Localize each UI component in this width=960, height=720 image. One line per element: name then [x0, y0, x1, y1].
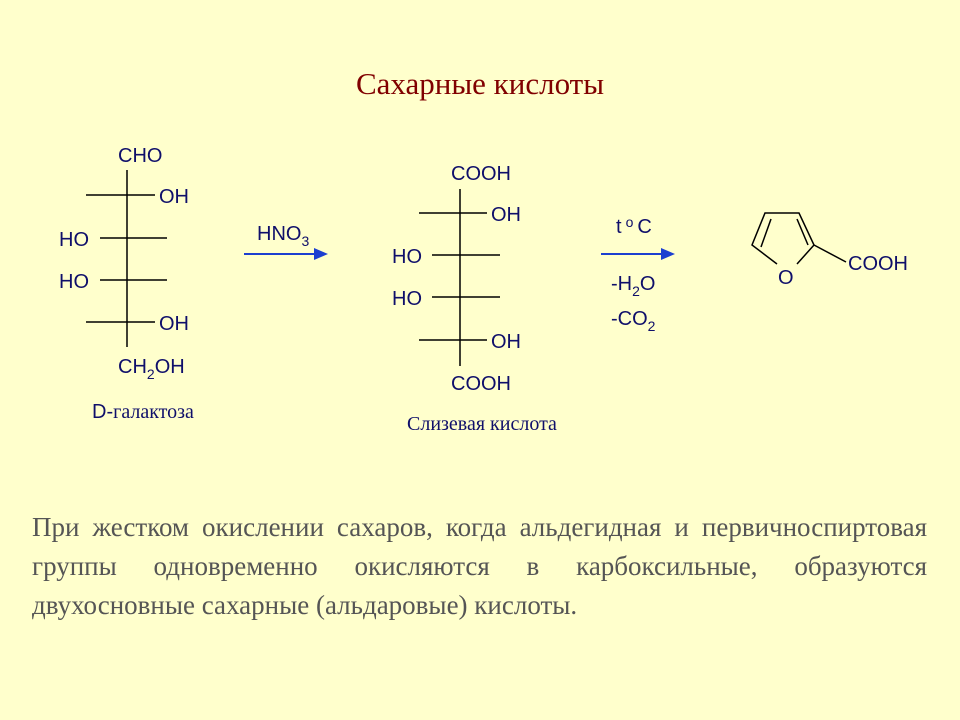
description-paragraph: При жестком окислении сахаров, когда аль… [32, 512, 927, 620]
mucic-ho-2: HO [392, 246, 422, 268]
furoic-acid-structure: O COOH [751, 212, 908, 289]
reaction-arrow-1: HNO3 [244, 223, 328, 260]
galactose-oh-1: OH [159, 186, 189, 208]
slide-title: Сахарные кислоты [355, 66, 605, 101]
condition-minus-co2: -CO2 [611, 308, 656, 334]
galactose-caption: D-галактоза [92, 401, 194, 423]
mucic-cooh-top: COOH [451, 163, 511, 185]
mucic-cooh-bottom: COOH [451, 373, 511, 395]
galactose-structure: CHO OH HO HO OH CH2OH D-галактоза [59, 145, 194, 423]
arrowhead-1 [314, 248, 328, 260]
galactose-ch2oh: CH2OH [118, 356, 185, 382]
mucic-oh-4: OH [491, 331, 521, 353]
reaction-scheme: CHO OH HO HO OH CH2OH D-галактоза HNO3 C… [59, 145, 908, 435]
condition-minus-water: -H2O [611, 273, 655, 299]
furan-ring [751, 212, 815, 265]
arrowhead-2 [661, 248, 675, 260]
galactose-ho-2: HO [59, 229, 89, 251]
mucic-ho-3: HO [392, 288, 422, 310]
galactose-ho-3: HO [59, 271, 89, 293]
furan-oxygen: O [778, 267, 794, 289]
mucic-acid-structure: COOH OH HO HO OH COOH Слизевая кислота [392, 163, 557, 435]
furan-double-bond-1 [760, 218, 772, 248]
mucic-oh-1: OH [491, 204, 521, 226]
mucic-acid-caption: Слизевая кислота [407, 413, 557, 435]
carboxyl-bond [813, 244, 847, 263]
reagent-hno3: HNO3 [257, 223, 309, 249]
galactose-oh-4: OH [159, 313, 189, 335]
furoic-cooh: COOH [848, 253, 908, 275]
furan-double-bond-2 [796, 218, 809, 246]
galactose-cho: CHO [118, 145, 162, 167]
